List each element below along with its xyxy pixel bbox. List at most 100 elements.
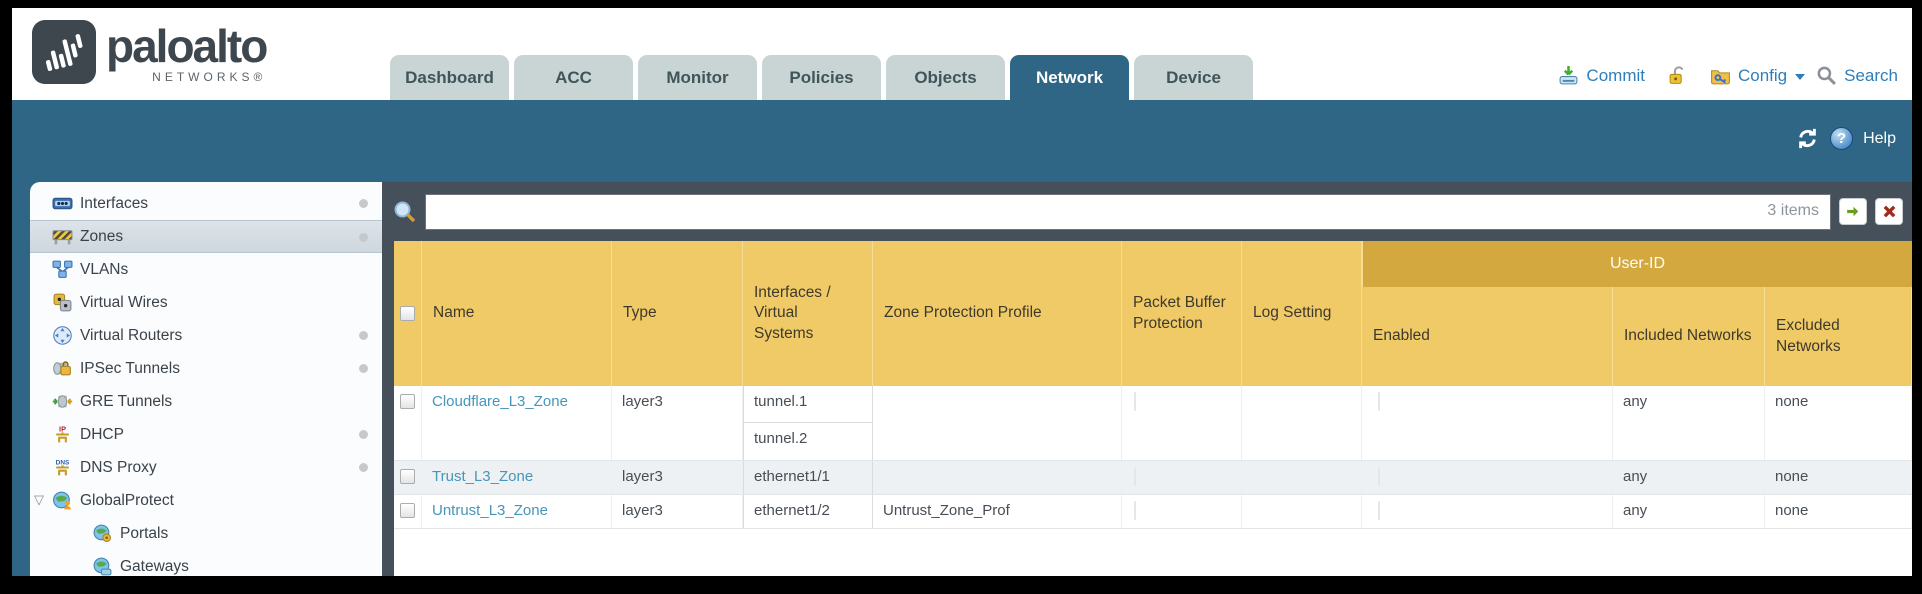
virtual-routers-icon xyxy=(53,326,72,345)
row-checkbox[interactable] xyxy=(400,394,415,409)
excluded-networks-cell: none xyxy=(1765,386,1912,460)
search-button[interactable]: Search xyxy=(1844,65,1898,85)
tab-objects[interactable]: Objects xyxy=(886,55,1005,100)
sidebar-item-globalprotect[interactable]: ▽ GlobalProtect xyxy=(30,484,382,517)
help-label[interactable]: Help xyxy=(1863,129,1896,147)
sidebar-item-zones[interactable]: Zones xyxy=(30,220,382,253)
filter-input-wrap: 3 items xyxy=(425,193,1831,230)
refresh-icon[interactable] xyxy=(1795,126,1820,151)
expand-triangle-icon[interactable]: ▽ xyxy=(34,492,44,507)
sidebar-item-gre-tunnels[interactable]: GRE Tunnels xyxy=(30,385,382,418)
tab-monitor[interactable]: Monitor xyxy=(638,55,757,100)
zone-name-link[interactable]: Untrust_L3_Zone xyxy=(432,502,548,519)
col-header-type[interactable]: Type xyxy=(612,241,743,386)
clear-filter-button[interactable] xyxy=(1875,198,1903,225)
zone-protection-profile-cell: Untrust_Zone_Prof xyxy=(873,495,1122,528)
interfaces-cell: ethernet1/2 xyxy=(743,495,873,528)
sidebar-item-virtual-routers[interactable]: Virtual Routers xyxy=(30,319,382,352)
col-header-packet-buffer-protection[interactable]: Packet Buffer Protection xyxy=(1122,241,1242,386)
utility-bar: Commit Config Search xyxy=(1558,65,1898,86)
zones-table: Name Type Interfaces / Virtual Systems Z… xyxy=(394,241,1912,576)
sidebar-item-dhcp[interactable]: IP DHCP xyxy=(30,418,382,451)
user-id-enabled-cell xyxy=(1362,461,1613,494)
filter-bar: 3 items xyxy=(382,182,1912,241)
sidebar-item-virtual-wires[interactable]: Virtual Wires xyxy=(30,286,382,319)
excluded-networks-cell: none xyxy=(1765,461,1912,494)
select-all-checkbox[interactable] xyxy=(400,306,415,321)
dns-proxy-icon: DNS xyxy=(56,459,70,476)
chevron-down-icon[interactable] xyxy=(1795,73,1806,80)
sidebar-item-label: Virtual Wires xyxy=(80,293,168,311)
row-checkbox[interactable] xyxy=(400,469,415,484)
tab-device[interactable]: Device xyxy=(1134,55,1253,100)
user-id-enabled-checkbox xyxy=(1378,392,1380,411)
sidebar-item-label: Zones xyxy=(80,227,124,245)
gateways-icon xyxy=(93,557,112,576)
sidebar-item-label: Virtual Routers xyxy=(80,326,183,344)
tab-network[interactable]: Network xyxy=(1010,55,1129,100)
zone-name-link[interactable]: Trust_L3_Zone xyxy=(432,468,534,485)
apply-filter-button[interactable] xyxy=(1839,198,1867,225)
apply-filter-arrow-icon xyxy=(1846,206,1858,217)
row-checkbox[interactable] xyxy=(400,503,415,518)
table-empty-area xyxy=(394,529,1912,576)
sidebar-item-gateways[interactable]: Gateways xyxy=(30,550,382,576)
interface-entry: ethernet1/2 xyxy=(754,502,830,519)
tab-policies[interactable]: Policies xyxy=(762,55,881,100)
col-header-interfaces[interactable]: Interfaces / Virtual Systems xyxy=(743,241,873,386)
col-header-zone-protection-profile[interactable]: Zone Protection Profile xyxy=(873,241,1122,386)
table-row: Cloudflare_L3_Zone layer3 tunnel.1 tunne… xyxy=(394,386,1912,461)
zone-name-link[interactable]: Cloudflare_L3_Zone xyxy=(432,393,568,410)
zones-icon xyxy=(52,230,73,245)
sidebar-item-ipsec-tunnels[interactable]: IPSec Tunnels xyxy=(30,352,382,385)
interfaces-icon xyxy=(52,197,73,210)
sidebar-item-dns-proxy[interactable]: DNS DNS Proxy xyxy=(30,451,382,484)
help-icon[interactable]: ? xyxy=(1830,127,1854,150)
col-header-included-networks[interactable]: Included Networks xyxy=(1613,287,1765,386)
zone-name-cell: Untrust_L3_Zone xyxy=(422,495,612,528)
sidebar-item-portals[interactable]: Portals xyxy=(30,517,382,550)
filter-input[interactable] xyxy=(425,193,1831,230)
gre-tunnels-icon xyxy=(52,395,73,408)
sidebar-item-label: Portals xyxy=(120,524,169,542)
sidebar-item-vlans[interactable]: VLANs xyxy=(30,253,382,286)
svg-text:IP: IP xyxy=(59,424,66,433)
tab-acc[interactable]: ACC xyxy=(514,55,633,100)
interfaces-cell: tunnel.1 tunnel.2 xyxy=(743,386,873,460)
ipsec-tunnels-icon xyxy=(53,361,71,376)
network-sidebar: Interfaces Zones xyxy=(30,182,382,576)
globalprotect-icon xyxy=(53,491,71,510)
packet-buffer-protection-cell xyxy=(1122,495,1242,528)
col-header-name[interactable]: Name xyxy=(422,241,612,386)
config-menu[interactable]: Config xyxy=(1737,65,1788,85)
sidebar-item-label: VLANs xyxy=(80,260,129,278)
brand-wordmark: paloalto xyxy=(106,20,268,72)
log-setting-cell xyxy=(1242,386,1362,460)
col-header-enabled[interactable]: Enabled xyxy=(1362,287,1613,386)
portals-icon xyxy=(93,524,112,543)
table-header: Name Type Interfaces / Virtual Systems Z… xyxy=(394,241,1912,386)
commit-icon xyxy=(1559,66,1578,85)
status-dot xyxy=(359,199,368,208)
table-row: Untrust_L3_Zone layer3 ethernet1/2 Untru… xyxy=(394,495,1912,529)
excluded-networks-cell: none xyxy=(1765,495,1912,528)
lock-icon[interactable] xyxy=(1667,65,1688,86)
commit-button[interactable]: Commit xyxy=(1586,65,1645,85)
content-pane: 3 items xyxy=(382,182,1912,576)
col-header-log-setting[interactable]: Log Setting xyxy=(1242,241,1362,386)
status-dot xyxy=(359,331,368,340)
brand-networks-label: NETWORKS® xyxy=(152,70,267,84)
sidebar-item-label: Gateways xyxy=(120,557,189,575)
config-icon xyxy=(1711,70,1730,85)
packet-buffer-protection-cell xyxy=(1122,386,1242,460)
teal-band: ? Help xyxy=(12,100,1912,182)
col-header-excluded-networks[interactable]: Excluded Networks xyxy=(1765,287,1912,386)
sidebar-item-label: Interfaces xyxy=(80,194,149,212)
band-utilities: ? Help xyxy=(1795,126,1896,151)
sidebar-item-label: DNS Proxy xyxy=(80,458,157,476)
tab-dashboard[interactable]: Dashboard xyxy=(390,55,509,100)
paloalto-logo: paloalto NETWORKS® xyxy=(32,20,268,84)
sidebar-item-interfaces[interactable]: Interfaces xyxy=(30,187,382,220)
zone-type-cell: layer3 xyxy=(612,386,743,460)
packet-buffer-protection-cell xyxy=(1122,461,1242,494)
